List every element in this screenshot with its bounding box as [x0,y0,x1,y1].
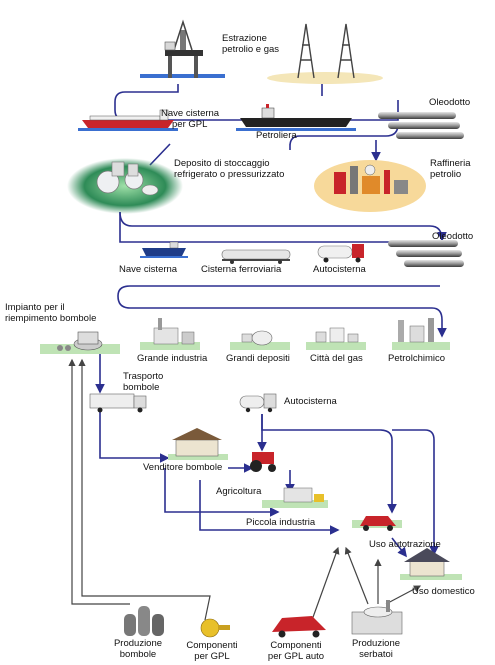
label-piccola-industria: Piccola industria [246,517,316,528]
tractor-icon [250,452,276,472]
label-estrazione-1: Estrazione [222,33,267,44]
rail-tank-car-icon [221,249,291,264]
lpg-tanker-ship-icon [78,109,178,131]
supply-serbatoi-dom2 [385,585,422,605]
label-grande-industria: Grande industria [137,353,208,364]
label-produzione-bombole-1: Produzione [113,638,163,649]
label-oleodotto-2: Oleodotto [432,231,474,242]
flow-truck-to-shop [99,412,170,463]
label-venditore: Venditore bombole [143,462,223,473]
bottling-plant-icon [40,331,120,354]
label-deposito-1: Deposito di stoccaggio [174,158,270,169]
label-raffineria-2: petrolio [430,169,462,180]
cylinder-truck-icon [89,393,147,413]
tanker-truck-icon [239,393,277,413]
supply-bombole [68,358,130,605]
label-nave-cisterna-gpl-2: per GPL [172,119,208,130]
label-impianto-2: riempimento bombole [5,313,97,324]
label-nave-cisterna: Nave cisterna [119,264,178,275]
flow-to-distribution [117,285,447,338]
supply-auto-comp [311,546,340,621]
regulator-icon [200,618,230,638]
label-produzione-serbatoi-2: serbatoi [359,649,393,660]
offshore-platform-icon [140,19,225,78]
label-cisterna-ferroviaria: Cisterna ferroviaria [201,264,282,275]
label-grandi-depositi: Grandi depositi [226,353,290,364]
car-icon [272,616,326,638]
label-raffineria-1: Raffineria [430,158,471,169]
gas-cylinders-icon [124,606,164,636]
label-uso-autotrazione: Uso autotrazione [369,539,441,550]
label-citta-gas: Città del gas [310,353,363,364]
oil-tanker-ship-icon [236,104,356,131]
tanker-truck-icon [317,244,364,263]
label-oleodotto-1: Oleodotto [429,97,471,108]
label-impianto-1: Impianto per il [5,302,65,313]
flow-storage-to-oleodotto [119,211,447,242]
drilling-rig-icon [267,23,383,84]
label-componenti-auto-2: per GPL auto [267,651,325,662]
flow-lines [95,84,447,558]
label-agricoltura: Agricoltura [216,486,262,497]
flow-to-domestic [392,429,439,556]
tanker-ship-icon [140,241,188,258]
flow-transport-to-storage [149,123,399,165]
label-componenti-gpl-1: Componenti [186,640,238,651]
label-componenti-auto-1: Componenti [270,640,322,651]
petrochemical-plant-icon [392,318,450,350]
flow-extraction-to-transport [114,84,399,121]
pipeline-icon [378,112,464,139]
label-estrazione-2: petrolio e gas [222,44,280,55]
label-petroliera: Petroliera [256,130,297,141]
storage-tanks-icon [67,158,183,214]
flow-shop-to-auto [199,480,340,535]
gas-town-icon [306,327,366,350]
label-deposito-2: refrigerato o pressurizzato [174,169,285,180]
supply-componenti [78,358,211,621]
label-uso-domestico: Uso domestico [412,586,475,597]
label-autocisterna-2: Autocisterna [284,396,337,407]
supply-serbatoi-auto [344,546,369,605]
factory-icon [140,318,200,350]
flow-auto-to-domestic [391,537,407,558]
flow-autocisterna-down [261,414,397,514]
label-autocisterna-1: Autocisterna [313,264,366,275]
refinery-icon [314,160,426,212]
flow-shop-to-industry [164,468,280,517]
supply-lines [68,358,422,621]
label-trasporto-2: bombole [123,382,160,393]
shop-icon [168,428,228,460]
flow-secondary-transport [119,212,440,243]
label-produzione-bombole-2: bombole [119,649,157,660]
label-nave-cisterna-gpl-1: Nave cisterna [161,108,220,119]
workshop-icon [262,487,328,508]
label-trasporto-1: Trasporto [123,371,164,382]
label-petrolchimico: Petrolchimico [388,353,446,364]
house-icon [400,548,462,580]
tank-production-icon [351,600,403,635]
label-componenti-gpl-2: per GPL [194,651,230,662]
label-produzione-serbatoi-1: Produzione [351,638,401,649]
pipeline-icon [388,240,464,267]
car-icon [352,516,402,531]
storage-depot-icon [230,330,290,350]
